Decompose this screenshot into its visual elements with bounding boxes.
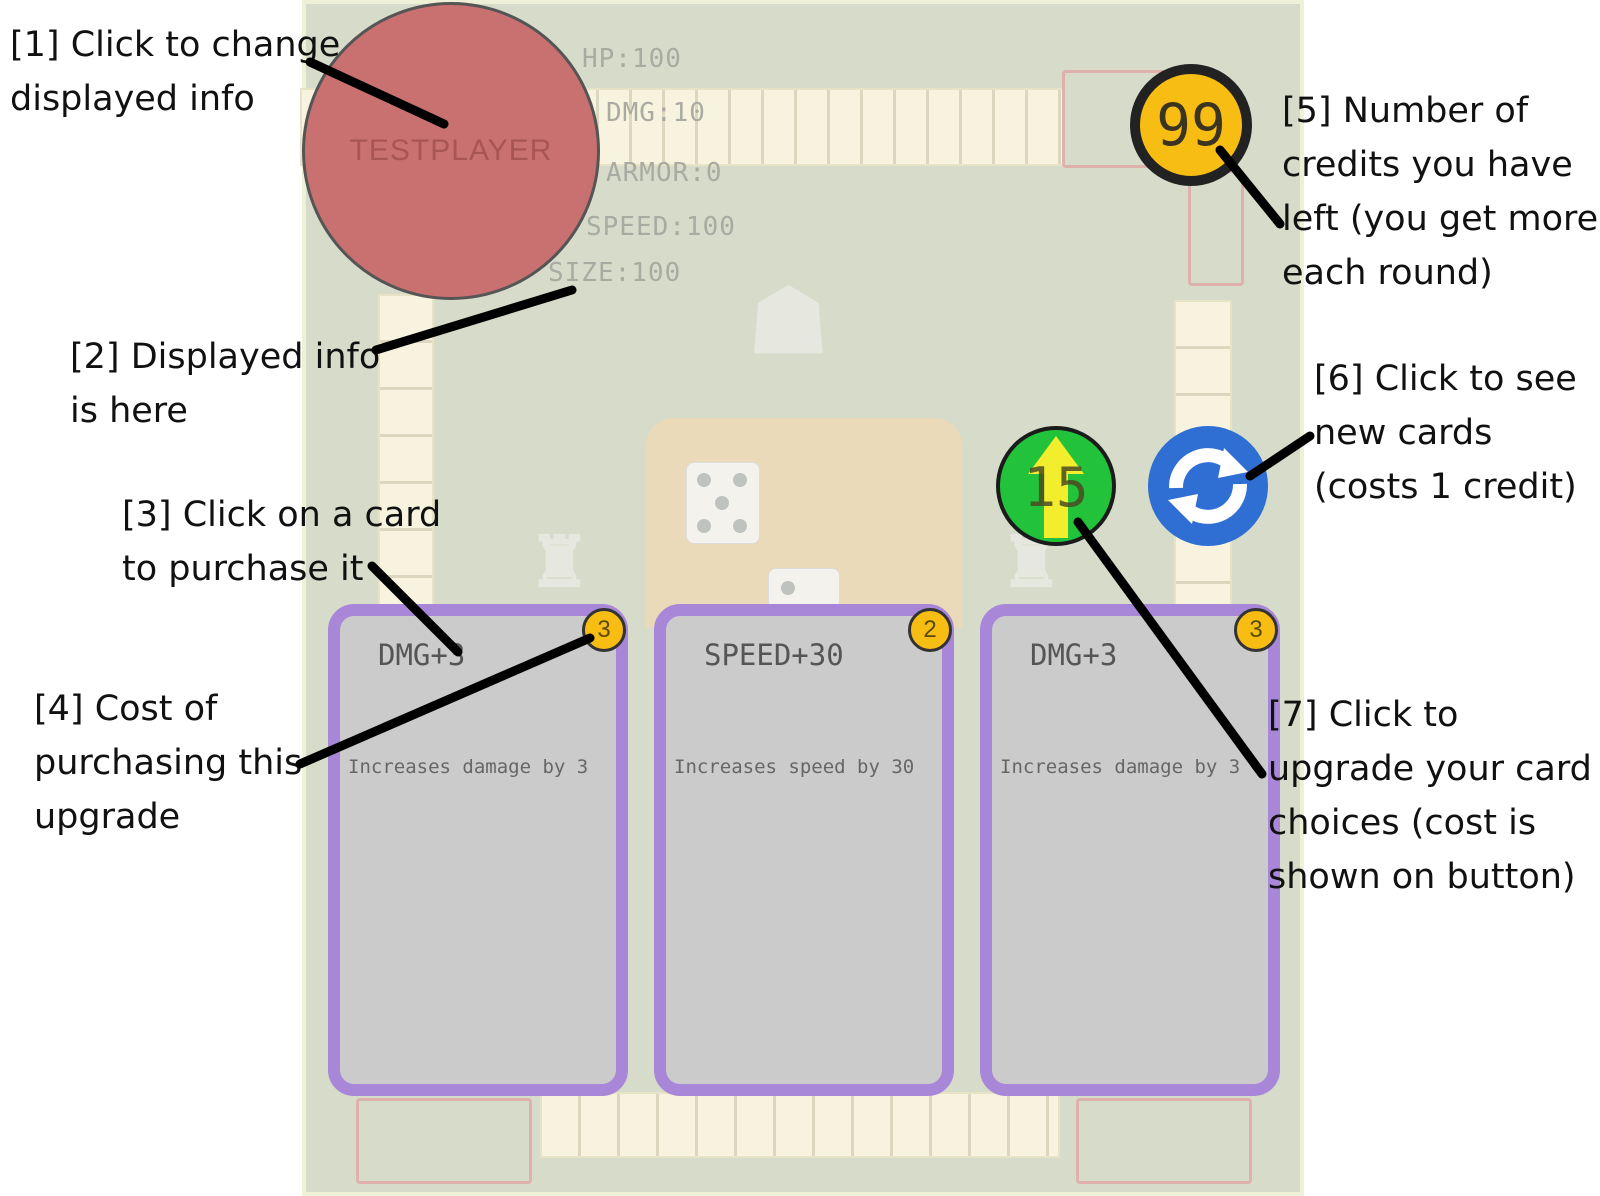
refresh-cards-button[interactable] [1148, 426, 1268, 546]
board-red-ornament-right [1188, 170, 1244, 286]
annotation-4: [4] Cost of purchasing this upgrade [34, 689, 303, 837]
stat-speed: SPEED:100 [586, 212, 736, 242]
player-avatar-button[interactable]: TESTPLAYER [302, 2, 600, 300]
upgrade-card[interactable]: DMG+3 Increases damage by 3 3 [980, 604, 1280, 1096]
card-cost-badge: 3 [582, 608, 626, 652]
player-name: TESTPLAYER [349, 134, 553, 167]
card-description: Increases damage by 3 [348, 756, 589, 778]
credits-counter: 99 [1130, 64, 1252, 186]
upgrade-cost: 15 [1023, 456, 1089, 519]
die-icon [686, 462, 760, 544]
card-description: Increases speed by 30 [674, 756, 915, 778]
card-title: DMG+3 [378, 638, 466, 672]
up-arrow-icon [1028, 436, 1084, 538]
card-cost-badge: 2 [908, 608, 952, 652]
card-title: SPEED+30 [704, 638, 844, 672]
annotation-3: [3] Click on a card to purchase it [122, 495, 442, 589]
annotation-6: [6] Click to see new cards (costs 1 cred… [1314, 359, 1577, 507]
board-red-ornament-bottom-left [356, 1098, 532, 1184]
annotation-5: [5] Number of credits you have left (you… [1282, 91, 1599, 293]
board-glyph-icon: ☗ [748, 268, 829, 374]
upgrade-card[interactable]: DMG+3 Increases damage by 3 3 [328, 604, 628, 1096]
board-tile-strip-bottom [540, 1092, 1060, 1158]
stat-armor: ARMOR:0 [606, 158, 723, 188]
credits-value: 99 [1156, 91, 1226, 159]
annotation-2: [2] Displayed info is here [70, 337, 381, 431]
stat-hp: HP:100 [582, 44, 682, 74]
card-description: Increases damage by 3 [1000, 756, 1241, 778]
card-title: DMG+3 [1030, 638, 1118, 672]
annotation-7: [7] Click to upgrade your card choices (… [1268, 695, 1592, 897]
upgrade-card[interactable]: SPEED+30 Increases speed by 30 2 [654, 604, 954, 1096]
stat-size: SIZE:100 [548, 258, 682, 288]
die-icon [768, 568, 840, 610]
board-glyph-left-icon: ♜ [528, 520, 591, 603]
annotation-1: [1] Click to change displayed info [10, 25, 341, 119]
stat-dmg: DMG:10 [606, 98, 706, 128]
card-cost-badge: 3 [1234, 608, 1278, 652]
board-red-ornament-bottom-right [1076, 1098, 1252, 1184]
refresh-icon [1168, 448, 1248, 524]
upgrade-choices-button[interactable]: 15 [996, 426, 1116, 546]
